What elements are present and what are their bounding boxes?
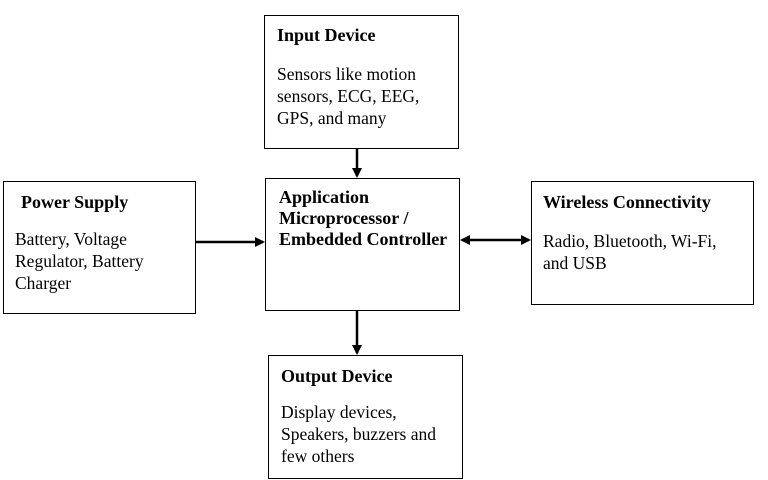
output-device-box: Output Device Display devices, Speakers,… (268, 355, 463, 479)
input-device-title: Input Device (277, 25, 376, 45)
output-device-title: Output Device (281, 366, 393, 386)
wireless-connectivity-box: Wireless Connectivity Radio, Bluetooth, … (531, 181, 754, 305)
wireless-connectivity-description: Radio, Bluetooth, Wi-Fi, and USB (543, 231, 717, 273)
power-supply-description: Battery, Voltage Regulator, Battery Char… (15, 229, 144, 293)
application-processor-title: Application Microprocessor / Embedded Co… (279, 187, 448, 249)
wireless-connectivity-title: Wireless Connectivity (543, 192, 711, 212)
input-device-description: Sensors like motion sensors, ECG, EEG, G… (277, 64, 420, 128)
power-supply-box: Power Supply Battery, Voltage Regulator,… (3, 181, 196, 314)
power-supply-title: Power Supply (21, 192, 129, 212)
application-processor-box: Application Microprocessor / Embedded Co… (265, 178, 460, 311)
output-device-description: Display devices, Speakers, buzzers and f… (281, 402, 437, 466)
input-device-box: Input Device Sensors like motion sensors… (264, 15, 459, 149)
